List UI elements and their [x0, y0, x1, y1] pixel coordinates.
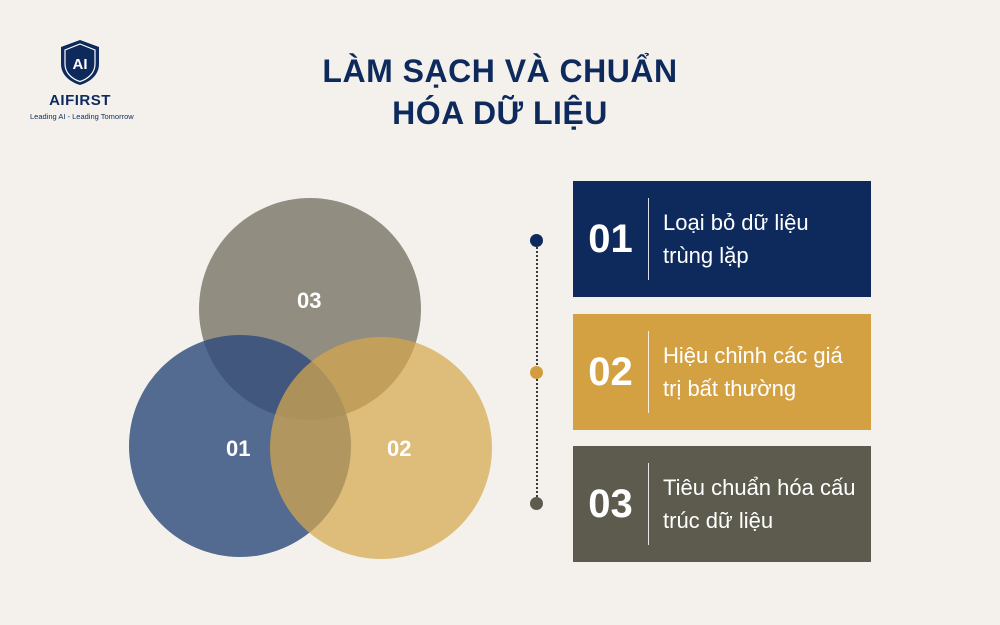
logo-mark: AI	[73, 56, 88, 73]
step-text: Tiêu chuẩn hóa cấu trúc dữ liệu	[663, 475, 856, 533]
step-number: 01	[588, 216, 633, 261]
step-card-03: 03 Tiêu chuẩn hóa cấu trúc dữ liệu	[573, 446, 871, 562]
title-line-2: HÓA DỮ LIỆU	[392, 95, 608, 131]
step-card-02: 02 Hiệu chỉnh các giá trị bất thường	[573, 314, 871, 430]
venn-diagram: 03 01 02	[120, 190, 500, 570]
step-text: Hiệu chỉnh các giá trị bất thường	[663, 343, 843, 401]
venn-label-01: 01	[226, 436, 251, 461]
timeline-dot-2	[530, 366, 543, 379]
logo: AI AIFIRST Leading AI - Leading Tomorrow	[30, 38, 134, 121]
timeline-dot-1	[530, 234, 543, 247]
page-title: LÀM SẠCH VÀ CHUẨN HÓA DỮ LIỆU	[250, 50, 750, 134]
title-line-1: LÀM SẠCH VÀ CHUẨN	[322, 53, 678, 89]
venn-circle-02	[270, 337, 492, 559]
step-divider	[648, 463, 649, 545]
logo-tagline: Leading AI - Leading Tomorrow	[30, 112, 134, 121]
step-divider	[648, 331, 649, 413]
venn-label-03: 03	[297, 288, 322, 313]
logo-name: AIFIRST	[49, 92, 111, 109]
venn-label-02: 02	[387, 436, 412, 461]
shield-logo-icon: AI	[61, 40, 99, 85]
step-text: Loại bỏ dữ liệu trùng lặp	[663, 210, 809, 268]
step-number: 03	[588, 481, 633, 526]
timeline-dot-3	[530, 497, 543, 510]
step-divider	[648, 198, 649, 280]
step-number: 02	[588, 349, 633, 394]
step-card-01: 01 Loại bỏ dữ liệu trùng lặp	[573, 181, 871, 297]
